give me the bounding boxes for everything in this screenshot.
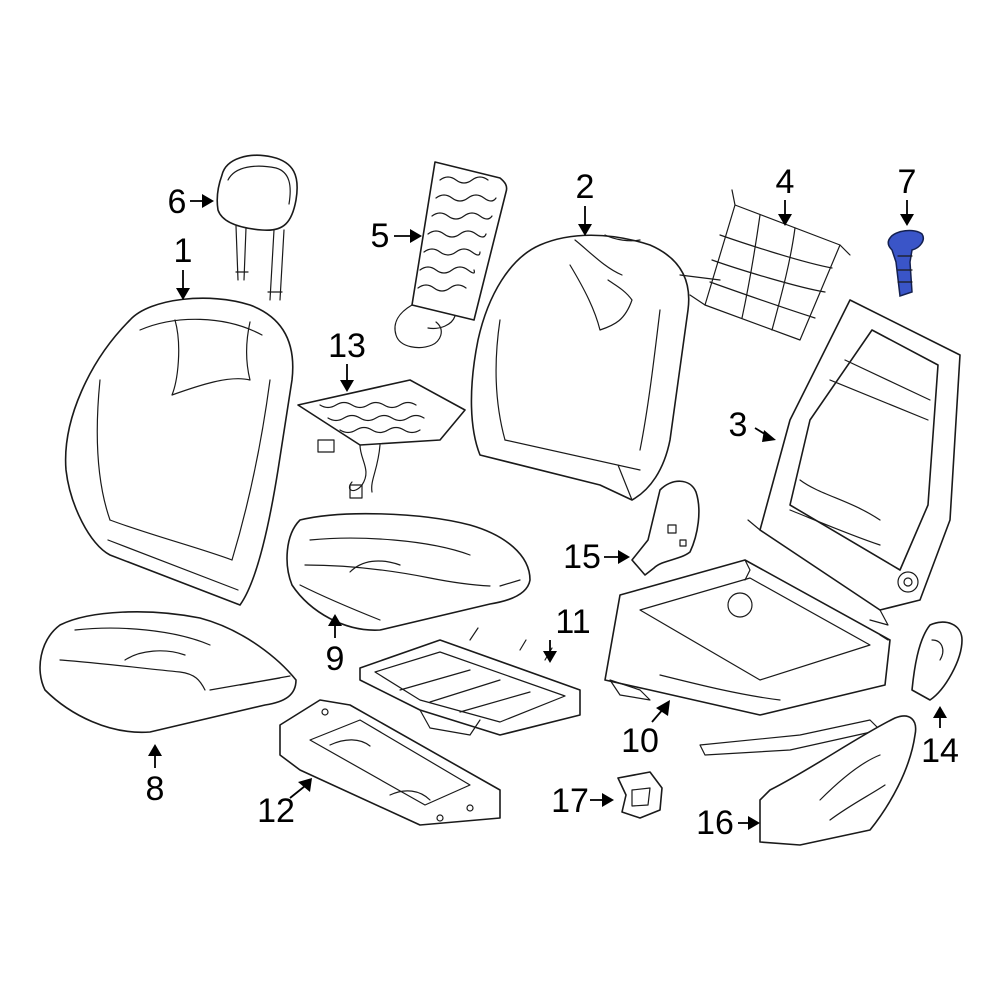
callout-17: 17: [551, 782, 614, 820]
callout-label-15: 15: [563, 538, 601, 576]
callout-label-7: 7: [898, 163, 917, 201]
part-seatback-heater-mat[interactable]: [394, 161, 508, 349]
part-cushion-suspension[interactable]: [359, 627, 581, 736]
callout-label-16: 16: [696, 804, 734, 842]
callout-label-14: 14: [921, 732, 959, 770]
part-seatback-suspension[interactable]: [679, 189, 851, 341]
callout-5: 5: [371, 217, 422, 255]
callout-label-17: 17: [551, 782, 589, 820]
callout-11: 11: [543, 603, 591, 663]
callout-16: 16: [696, 804, 760, 842]
callout-label-2: 2: [576, 168, 595, 206]
callout-label-5: 5: [371, 217, 390, 255]
callout-label-6: 6: [168, 183, 187, 221]
callout-label-3: 3: [729, 406, 748, 444]
part-seat-back-cover[interactable]: [64, 297, 294, 606]
part-cushion-heater-mat[interactable]: [297, 379, 466, 499]
callout-label-4: 4: [776, 163, 795, 201]
callout-label-12: 12: [257, 792, 295, 830]
callout-15: 15: [563, 538, 630, 576]
callout-label-11: 11: [555, 603, 590, 641]
callout-9: 9: [326, 614, 345, 678]
callout-6: 6: [168, 183, 214, 221]
part-recliner-lever[interactable]: [887, 229, 924, 298]
part-cushion-pan[interactable]: [279, 699, 501, 826]
callout-1: 1: [174, 232, 193, 300]
callout-3: 3: [729, 406, 776, 444]
part-trim-bracket[interactable]: [631, 480, 700, 576]
callout-2: 2: [576, 168, 595, 236]
callout-14: 14: [921, 706, 959, 770]
callout-label-9: 9: [326, 640, 345, 678]
part-trim-cap[interactable]: [911, 621, 963, 701]
part-headrest[interactable]: [216, 154, 298, 301]
part-seat-cushion-cover[interactable]: [39, 611, 297, 734]
callout-7: 7: [898, 163, 917, 226]
part-clip[interactable]: [617, 771, 663, 819]
callout-8: 8: [146, 744, 165, 808]
callout-4: 4: [776, 163, 795, 226]
part-side-shield[interactable]: [759, 715, 917, 846]
callout-label-1: 1: [174, 232, 193, 270]
part-seat-cushion-pad[interactable]: [286, 512, 531, 631]
callout-label-10: 10: [621, 722, 659, 760]
part-seatback-frame[interactable]: [747, 299, 961, 626]
part-seat-back-assembly[interactable]: [470, 234, 690, 501]
callout-label-8: 8: [146, 770, 165, 808]
callout-12: 12: [257, 778, 312, 830]
callout-13: 13: [328, 327, 366, 392]
callout-10: 10: [621, 700, 670, 760]
callout-label-13: 13: [328, 327, 366, 365]
